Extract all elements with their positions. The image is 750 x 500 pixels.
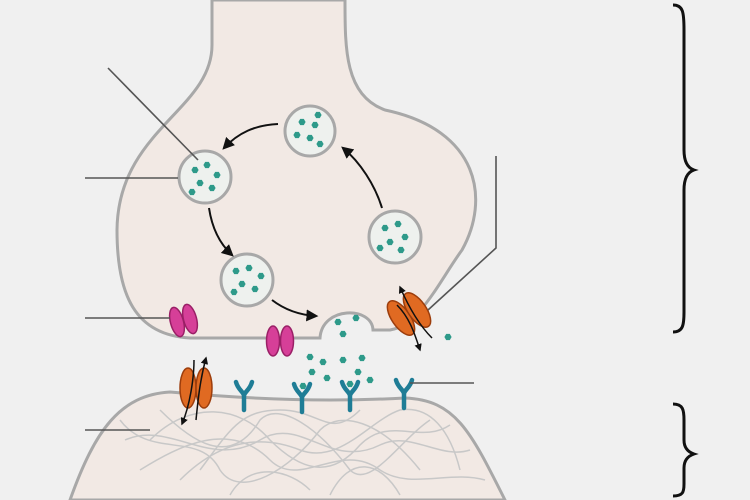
- synaptic-vesicle: [177, 149, 233, 205]
- leader-lines: [85, 67, 497, 431]
- leader-line-vesicle: [107, 67, 199, 161]
- postsynaptic-receptor: [339, 379, 361, 413]
- synaptic-vesicle: [283, 104, 337, 158]
- leader-line-transporter: [427, 156, 497, 311]
- curly-brace-icon: [672, 402, 699, 498]
- calcium-channel: [265, 325, 295, 357]
- synaptic-vesicle: [219, 252, 275, 308]
- synaptic-vesicle: [367, 209, 423, 265]
- postsynaptic-receptor: [291, 381, 313, 415]
- postsynaptic-transporter: [179, 356, 213, 426]
- cytoskeleton-fibers: [119, 408, 486, 496]
- reuptake-transporter: [386, 285, 433, 352]
- postsynaptic-receptor: [393, 377, 415, 411]
- curly-brace-icon: [672, 3, 699, 334]
- presynaptic-terminal: [115, 0, 478, 340]
- postsynaptic-receptor: [233, 379, 255, 413]
- calcium-channel: [168, 303, 199, 338]
- vesicle-cycle-arrows: [208, 123, 383, 322]
